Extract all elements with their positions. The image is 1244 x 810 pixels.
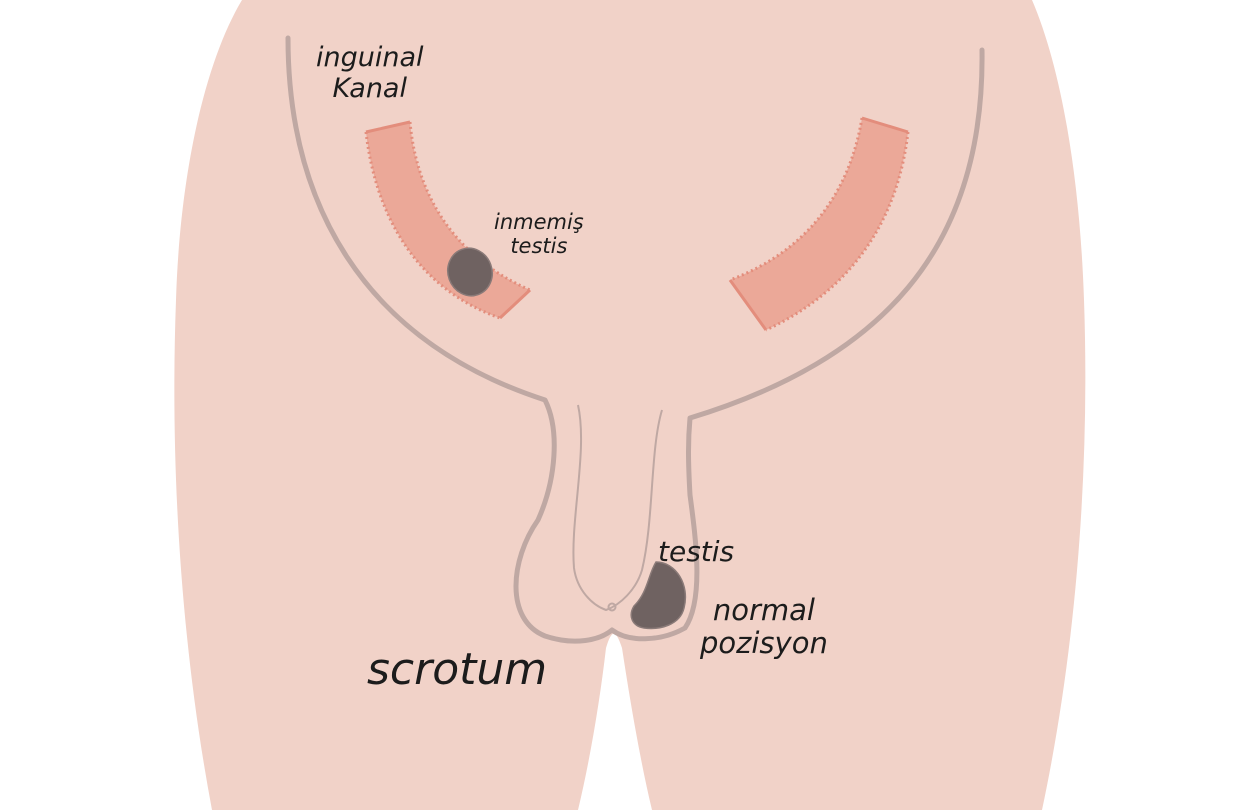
normal-testis bbox=[630, 561, 687, 630]
canal-dash-left-inner bbox=[408, 121, 531, 292]
canal-edge-left-bottom bbox=[498, 288, 532, 320]
canal-dash-right-inner bbox=[729, 117, 864, 282]
urethra-opening bbox=[607, 602, 617, 612]
inguinal-canal-label: inguinal Kanal bbox=[316, 42, 424, 104]
canal-edge-left-top bbox=[365, 120, 411, 134]
normal-position-label: normal pozisyon bbox=[700, 593, 828, 661]
canal-edge-right-top bbox=[861, 116, 909, 134]
undescended-testis-label-line2: testis bbox=[510, 234, 568, 259]
inguinal-canal-right bbox=[730, 118, 908, 330]
scrotum-label: scrotum bbox=[367, 644, 548, 695]
testis-label: testis bbox=[658, 535, 735, 568]
undescended-testis-label: inmemiş testis bbox=[494, 210, 584, 258]
canal-edge-right-bottom bbox=[728, 279, 768, 331]
normal-position-label-line2: pozisyon bbox=[700, 626, 828, 661]
penis-outline bbox=[572, 404, 663, 612]
canal-dash-right-outer bbox=[765, 131, 910, 332]
normal-position-label-line1: normal bbox=[712, 593, 815, 627]
undescended-testis bbox=[447, 247, 493, 297]
inguinal-canal-label-line1: inguinal bbox=[316, 42, 424, 73]
pelvic-outline bbox=[285, 35, 985, 644]
undescended-testis-label-line1: inmemiş bbox=[494, 210, 584, 234]
body-silhouette bbox=[174, 0, 1086, 810]
canal-dash-left-outer bbox=[364, 131, 501, 320]
inguinal-canal-label-line2: Kanal bbox=[332, 73, 407, 105]
